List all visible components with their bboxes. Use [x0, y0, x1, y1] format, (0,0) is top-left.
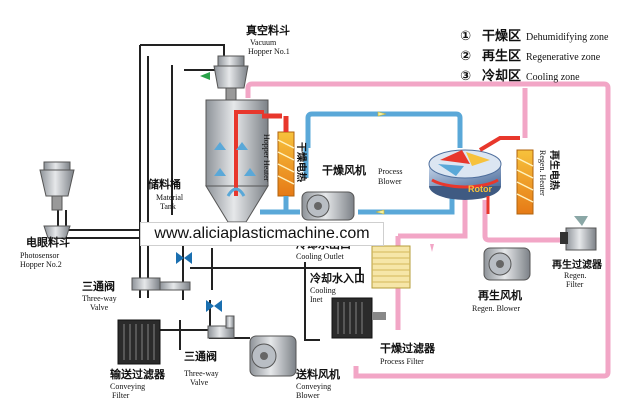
regen-heater: [516, 149, 534, 215]
label-en: Cooling: [310, 286, 336, 295]
label-en: Inet: [310, 295, 323, 304]
label-regen-heater: Regen. Heater 再生电热: [538, 150, 561, 196]
legend-item: ② 再生区 Regenerative zone: [460, 48, 601, 64]
label-regen-filter: 再生过滤器 Regen. Filter: [552, 258, 603, 289]
label-en: Blower: [378, 177, 402, 186]
label-process-blower: 干燥风机 Process Blower: [322, 163, 402, 186]
legend-number: ③: [460, 69, 471, 84]
label-en: Tank: [160, 202, 176, 211]
label-process-filter: 干燥过滤器 Process Filter: [380, 341, 436, 366]
legend-item: ③ 冷却区 Cooling zone: [460, 68, 580, 84]
label-en: Valve: [90, 303, 109, 312]
label-cooling-inlet: 冷却水入口 Cooling Inet: [310, 271, 365, 304]
label-en: Cooling Outlet: [296, 252, 345, 261]
valve-icons: [176, 252, 222, 312]
conveying-blower: [249, 335, 297, 377]
label-zh: 真空料斗: [246, 23, 290, 37]
label-zh: 再生过滤器: [552, 258, 603, 271]
drying-hopper: [205, 99, 269, 223]
label-zh: 再生风机: [478, 288, 522, 302]
label-en: Hopper Heater: [262, 134, 271, 182]
vacuum-hopper-1: [200, 55, 249, 101]
label-zh: 冷却水入口: [310, 271, 365, 285]
legend-en: Dehumidifying zone: [526, 32, 609, 43]
label-en: Regen. Blower: [472, 304, 520, 313]
label-en: Conveying: [110, 382, 145, 391]
hopper-heater: [262, 113, 295, 212]
legend-zh: 冷却区: [482, 68, 521, 84]
label-hopper-heater: 干燥电热 Hopper Heater: [262, 134, 308, 182]
label-en: Photosensor: [20, 251, 59, 260]
flow-arrows: [375, 111, 592, 252]
label-zh: 三通阀: [82, 279, 115, 293]
three-way-valve-1: [131, 277, 191, 291]
label-en: Valve: [190, 378, 209, 387]
label-zh: 再生电热: [548, 150, 561, 190]
legend-zh: 干燥区: [482, 28, 521, 44]
label-en: Regen. Heater: [538, 150, 547, 196]
label-three-way-valve-1: 三通阀 Three-way Valve: [82, 279, 117, 312]
label-en: Regen.: [564, 271, 586, 280]
photosensor-hopper-2: [39, 161, 75, 239]
process-blower: [301, 191, 355, 221]
label-conveying-blower: 送料风机 Conveying Blower: [295, 367, 340, 400]
label-en: Process Filter: [380, 357, 424, 366]
label-en: Hopper No.2: [20, 260, 62, 269]
label-en: Vacuum: [250, 38, 277, 47]
desiccant-rotor: [428, 136, 520, 214]
regen-blower: [483, 247, 531, 281]
label-en: Filter: [112, 391, 130, 400]
legend-en: Regenerative zone: [526, 52, 601, 63]
process-filter: [331, 297, 386, 339]
cooler: [371, 245, 411, 289]
label-regen-blower: 再生风机 Regen. Blower: [472, 288, 522, 313]
label-three-way-valve-2: 三通阀 Three-way Valve: [184, 349, 219, 387]
watermark: www.aliciaplasticmachine.com: [140, 222, 384, 246]
label-zh: 电眼料斗: [26, 235, 70, 249]
label-vacuum-hopper: 真空料斗 Vacuum Hopper No.1: [246, 23, 290, 56]
label-zh: 送料风机: [295, 367, 340, 381]
legend-item: ① 干燥区 Dehumidifying zone: [460, 28, 609, 44]
label-en: Material: [156, 193, 184, 202]
three-way-valve-2: [207, 315, 235, 339]
legend-en: Cooling zone: [526, 72, 580, 83]
label-rotor: Rotor: [468, 184, 492, 194]
label-en: Filter: [566, 280, 584, 289]
label-en: Three-way: [82, 294, 117, 303]
regen-filter: [560, 216, 597, 251]
label-en: Conveying: [296, 382, 331, 391]
label-zh: 干燥过滤器: [380, 341, 436, 355]
label-zh: 储料桶: [148, 177, 181, 191]
label-zh: 干燥电热: [295, 142, 308, 182]
label-en: Three-way: [184, 369, 219, 378]
label-photosensor-hopper: 电眼料斗 Photosensor Hopper No.2: [20, 235, 70, 269]
zone-legend: ① 干燥区 Dehumidifying zone ② 再生区 Regenerat…: [460, 28, 609, 84]
legend-zh: 再生区: [482, 48, 521, 64]
label-en: Hopper No.1: [248, 47, 290, 56]
legend-number: ②: [460, 49, 471, 64]
label-zh: 干燥风机: [322, 163, 366, 177]
conveying-lines: [57, 44, 361, 350]
label-zh: 三通阀: [184, 349, 217, 363]
label-conveying-filter: 输送过滤器 Conveying Filter: [110, 367, 166, 400]
label-en: Blower: [296, 391, 320, 400]
conveying-filter: [117, 319, 161, 365]
label-en: Process: [378, 167, 402, 176]
label-zh: 输送过滤器: [110, 367, 166, 381]
label-material-tank: 储料桶 Material Tank: [148, 177, 184, 211]
legend-number: ①: [460, 29, 471, 44]
